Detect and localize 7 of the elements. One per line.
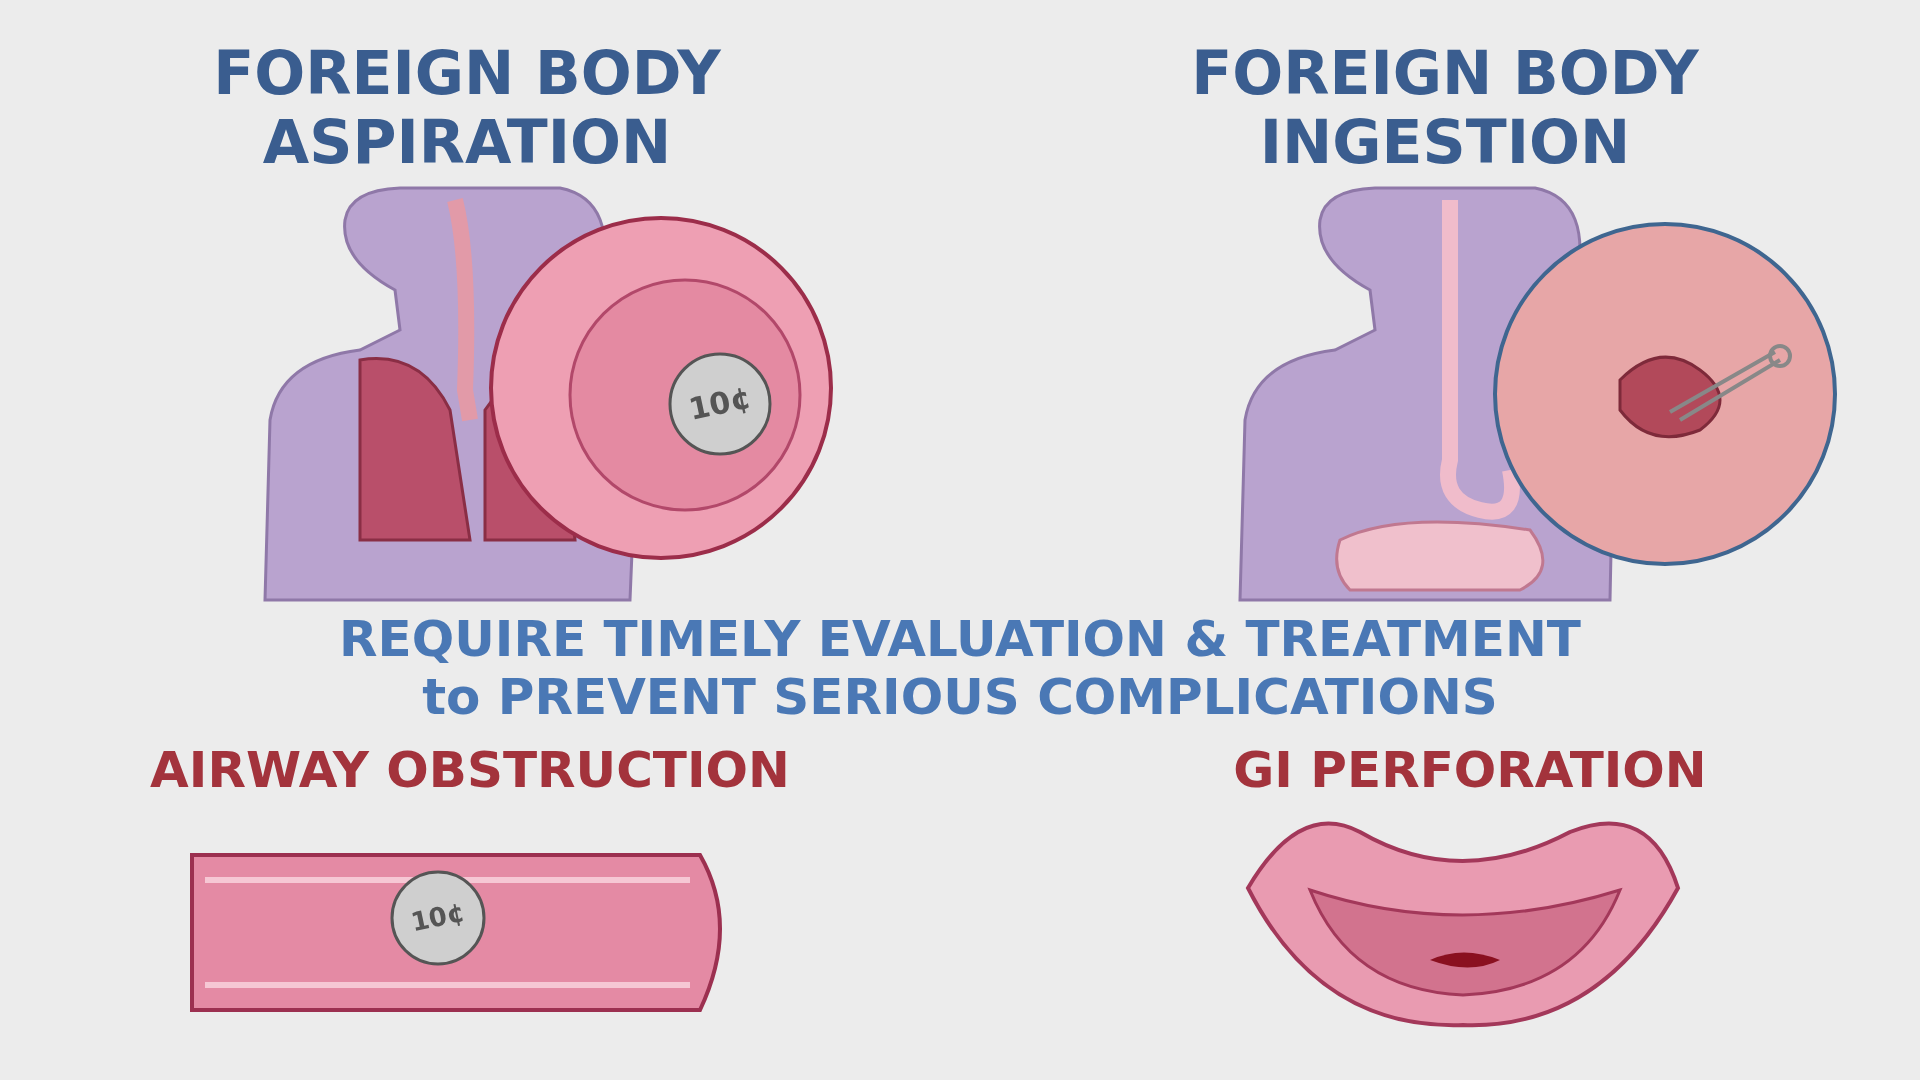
heading: FOREIGN BODY INGESTION bbox=[1190, 39, 1700, 177]
heading: FOREIGN BODY ASPIRATION bbox=[212, 39, 722, 177]
coin-label: 10¢ bbox=[684, 378, 756, 429]
summary-text: REQUIRE TIMELY EVALUATION & TREATMENT to PREVENT SERIOUS COMPLICATIONS bbox=[338, 610, 1582, 726]
complication-heading: GI PERFORATION bbox=[1232, 742, 1708, 800]
coin-label: 10¢ bbox=[407, 895, 469, 940]
complication-heading: AIRWAY OBSTRUCTION bbox=[149, 742, 791, 800]
